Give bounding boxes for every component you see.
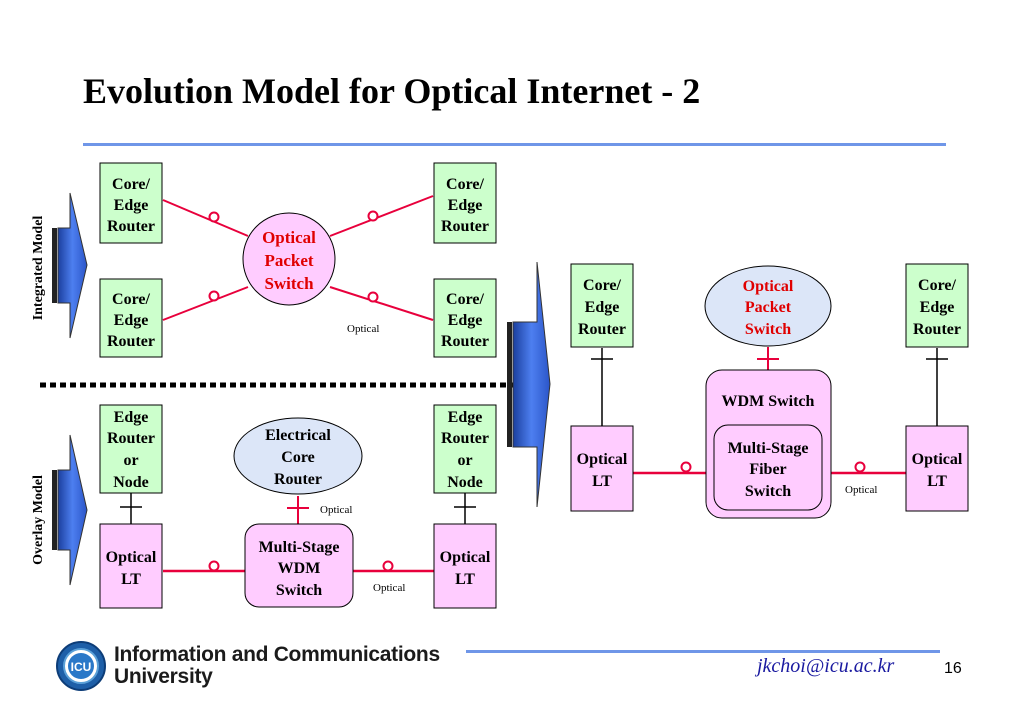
fiber-switch-label-line: Fiber [749, 461, 786, 478]
fiber-switch-label-line: Switch [745, 483, 791, 500]
university-name-line2: University [114, 665, 213, 688]
node-label-line: Edge [448, 409, 483, 426]
router-label-line: Core/ [446, 291, 484, 308]
switch-label-line: Optical [262, 228, 316, 247]
wdm-label-line: WDM [278, 560, 321, 577]
router-label-line: Edge [585, 299, 620, 316]
integrated-model-arrow [52, 192, 88, 339]
router-label-line: Edge [114, 197, 149, 214]
integrated-router-top-right: Core/ Edge Router [433, 162, 497, 244]
switch-label-line: Switch [745, 321, 791, 338]
university-name: Information and Communications Universit… [114, 644, 440, 688]
router-label-line: Core/ [112, 176, 150, 193]
overlay-optical-lt-left: Optical LT [99, 523, 163, 609]
integrated-router-top-left: Core/ Edge Router [99, 162, 163, 244]
router-label-line: Core/ [583, 277, 621, 294]
node-label-line: Node [447, 474, 483, 491]
lt-label-line: LT [121, 571, 141, 588]
lt-label-line: LT [927, 473, 947, 490]
router-label-line: Edge [448, 197, 483, 214]
router-label-line: Router [913, 321, 961, 338]
node-label-line: Router [441, 430, 489, 447]
wdm-switch-label: WDM Switch [722, 393, 815, 410]
router-label-line: Router [441, 218, 489, 235]
overlay-core-connector [287, 496, 309, 524]
lt-label-line: LT [455, 571, 475, 588]
router-label-line: Core/ [446, 176, 484, 193]
switch-label-line: Optical [743, 278, 794, 295]
overlay-edge-node-right: Edge Router or Node [433, 404, 497, 494]
node-label-line: or [457, 452, 472, 469]
router-label-line: Router [441, 333, 489, 350]
evolved-optical-lt-right: Optical LT [905, 425, 969, 512]
wdm-label-line: Multi-Stage [259, 539, 340, 556]
evolved-optical-lt-left: Optical LT [570, 425, 634, 512]
overlay-optical-lt-right: Optical LT [433, 523, 497, 609]
lt-label-line: LT [592, 473, 612, 490]
footer-email: jkchoi@icu.ac.kr [757, 655, 895, 677]
overlay-link-markers [208, 560, 394, 572]
lt-label-line: Optical [577, 451, 628, 468]
evolved-wdm-switch: WDM Switch Multi-Stage Fiber Switch [705, 369, 832, 519]
logo-text: ICU [71, 660, 92, 674]
switch-label-line: Packet [264, 251, 313, 270]
evolved-link-markers [680, 461, 866, 473]
router-label-line: Core/ [112, 291, 150, 308]
node-label-line: Router [107, 430, 155, 447]
switch-label-line: Packet [745, 299, 792, 316]
evolved-router-left: Core/ Edge Router [570, 263, 634, 348]
overlay-optical-label-1: Optical [320, 504, 352, 516]
integrated-model-label: Integrated Model [31, 216, 46, 321]
switch-label-line: Switch [264, 274, 314, 293]
integrated-links [162, 195, 434, 321]
university-name-line1: Information and Communications [114, 643, 440, 666]
evolved-packet-connector [757, 347, 779, 370]
router-label-line: Edge [114, 312, 149, 329]
router-label-line: Core/ [918, 277, 956, 294]
integrated-optical-label: Optical [347, 323, 379, 335]
node-label-line: or [123, 452, 138, 469]
router-label-line: Router [107, 218, 155, 235]
node-label-line: Edge [114, 409, 149, 426]
overlay-optical-label-2: Optical [373, 582, 405, 594]
overlay-connectors [120, 493, 476, 524]
icu-logo: ICU [56, 641, 106, 691]
title-divider [83, 143, 946, 146]
core-router-label-line: Electrical [265, 427, 331, 444]
evolution-arrow [507, 261, 551, 508]
evolved-optical-packet-switch: Optical Packet Switch [704, 265, 832, 347]
router-label-line: Router [578, 321, 626, 338]
integrated-router-bottom-left: Core/ Edge Router [99, 278, 163, 358]
integrated-link-markers [208, 210, 379, 303]
lt-label-line: Optical [912, 451, 963, 468]
overlay-model-arrow [52, 434, 88, 586]
overlay-edge-node-left: Edge Router or Node [99, 404, 163, 494]
overlay-electrical-core-router: Electrical Core Router [233, 417, 363, 495]
page-number: 16 [944, 660, 962, 677]
core-router-label-line: Core [281, 449, 314, 466]
router-label-line: Edge [448, 312, 483, 329]
fiber-switch-label-line: Multi-Stage [728, 440, 809, 457]
lt-label-line: Optical [106, 549, 157, 566]
overlay-model-label: Overlay Model [31, 475, 46, 565]
evolved-fiber-switch [713, 424, 823, 511]
integrated-optical-packet-switch: Optical Packet Switch [242, 212, 336, 306]
router-label-line: Edge [920, 299, 955, 316]
footer-divider [466, 650, 940, 653]
wdm-label-line: Switch [276, 582, 322, 599]
router-label-line: Router [107, 333, 155, 350]
core-router-label-line: Router [274, 471, 322, 488]
evolved-router-right: Core/ Edge Router [905, 263, 969, 348]
integrated-router-bottom-right: Core/ Edge Router [433, 278, 497, 358]
overlay-multi-stage-wdm-switch: Multi-Stage WDM Switch [244, 523, 354, 608]
evolved-optical-label: Optical [845, 484, 877, 496]
slide-title: Evolution Model for Optical Internet - 2 [83, 71, 701, 111]
node-label-line: Node [113, 474, 149, 491]
lt-label-line: Optical [440, 549, 491, 566]
evolved-connectors [591, 348, 948, 426]
